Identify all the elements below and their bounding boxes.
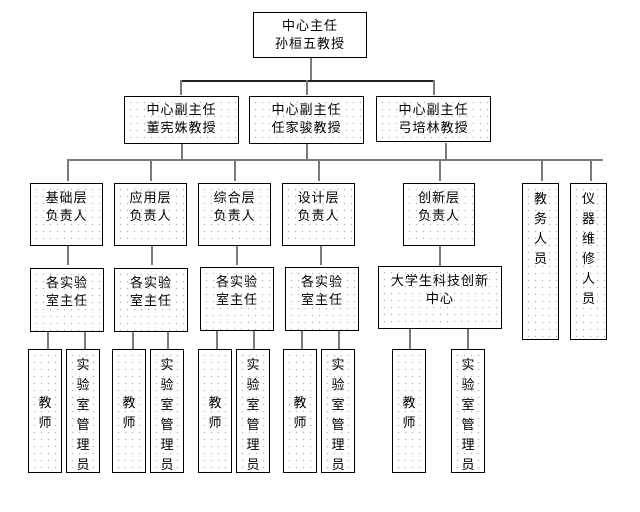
connector	[439, 244, 441, 266]
layer-name: 创新层	[417, 191, 460, 206]
lab-director-box: 各实验 室主任	[114, 268, 188, 332]
layer-name: 应用层	[129, 191, 172, 206]
connector	[320, 244, 322, 265]
teacher-box: 教 师	[112, 349, 146, 473]
layer-head-box-basic: 基础层 负责人	[30, 183, 103, 246]
layer-role: 负责人	[45, 209, 88, 224]
deputy-title: 中心副主任	[398, 103, 469, 118]
layer-name: 设计层	[297, 191, 340, 206]
deputy-title: 中心副主任	[271, 103, 342, 118]
deputy-director-box: 中心副主任 任家骏教授	[249, 96, 364, 144]
layer-head-box-applied: 应用层 负责人	[114, 183, 187, 246]
deputy-name: 董宪姝教授	[146, 121, 217, 136]
layer-head-box-innovation: 创新层 负责人	[403, 183, 475, 246]
teacher-box: 教 师	[198, 349, 232, 473]
connector	[409, 328, 411, 350]
connector	[301, 330, 303, 350]
connector	[234, 159, 236, 181]
connector	[181, 143, 183, 160]
connector	[47, 330, 49, 350]
lab-admin-box: 实 验 室 管 理 员	[150, 349, 184, 473]
connector	[67, 244, 69, 265]
connector	[439, 159, 441, 181]
connector	[306, 80, 308, 95]
layer-role: 负责人	[417, 209, 460, 224]
connector	[541, 159, 543, 181]
connector	[445, 143, 447, 160]
connector	[467, 328, 469, 350]
deputy-name: 弓培林教授	[398, 121, 469, 136]
connector	[84, 330, 86, 350]
connector	[590, 159, 592, 181]
teacher-box: 教 师	[283, 349, 317, 473]
academic-affairs-staff-box: 教 务 人 员	[522, 183, 559, 340]
student-innovation-center-box: 大学生科技创新 中心	[378, 266, 502, 329]
connector	[216, 330, 218, 350]
layer-name: 综合层	[213, 191, 256, 206]
connector	[310, 58, 312, 80]
deputy-title: 中心副主任	[146, 103, 217, 118]
connector	[151, 244, 153, 265]
lab-admin-box: 实 验 室 管 理 员	[451, 349, 485, 473]
lab-director-box: 各实验 室主任	[30, 268, 104, 332]
connector	[150, 159, 152, 181]
lab-admin-box: 实 验 室 管 理 员	[236, 349, 270, 473]
connector	[167, 330, 169, 350]
lab-admin-box: 实 验 室 管 理 员	[66, 349, 100, 473]
connector	[306, 143, 308, 160]
teacher-box: 教 师	[392, 349, 426, 473]
lab-admin-box: 实 验 室 管 理 员	[321, 349, 355, 473]
director-name: 孙桓五教授	[274, 37, 345, 52]
layer-role: 负责人	[129, 209, 172, 224]
deputy-name: 任家骏教授	[271, 121, 342, 136]
director-box: 中心主任 孙桓五教授	[253, 12, 367, 58]
lab-director-box: 各实验 室主任	[285, 267, 359, 331]
connector	[433, 80, 435, 95]
connector	[236, 244, 238, 265]
connector	[67, 159, 69, 181]
teacher-box: 教 师	[28, 349, 62, 473]
layer-role: 负责人	[297, 209, 340, 224]
layer-name: 基础层	[45, 191, 88, 206]
connector	[318, 159, 320, 181]
connector	[67, 159, 603, 161]
connector	[180, 80, 182, 95]
connector	[253, 330, 255, 350]
lab-director-box: 各实验 室主任	[200, 267, 274, 331]
director-title: 中心主任	[281, 19, 338, 34]
equipment-maintenance-staff-box: 仪 器 维 修 人 员	[570, 183, 607, 340]
deputy-director-box: 中心副主任 董宪姝教授	[124, 96, 239, 144]
layer-head-box-comprehensive: 综合层 负责人	[198, 183, 271, 246]
connector	[338, 330, 340, 350]
layer-head-box-design: 设计层 负责人	[282, 183, 355, 246]
layer-role: 负责人	[213, 209, 256, 224]
connector	[132, 330, 134, 350]
deputy-director-box: 中心副主任 弓培林教授	[376, 96, 491, 142]
